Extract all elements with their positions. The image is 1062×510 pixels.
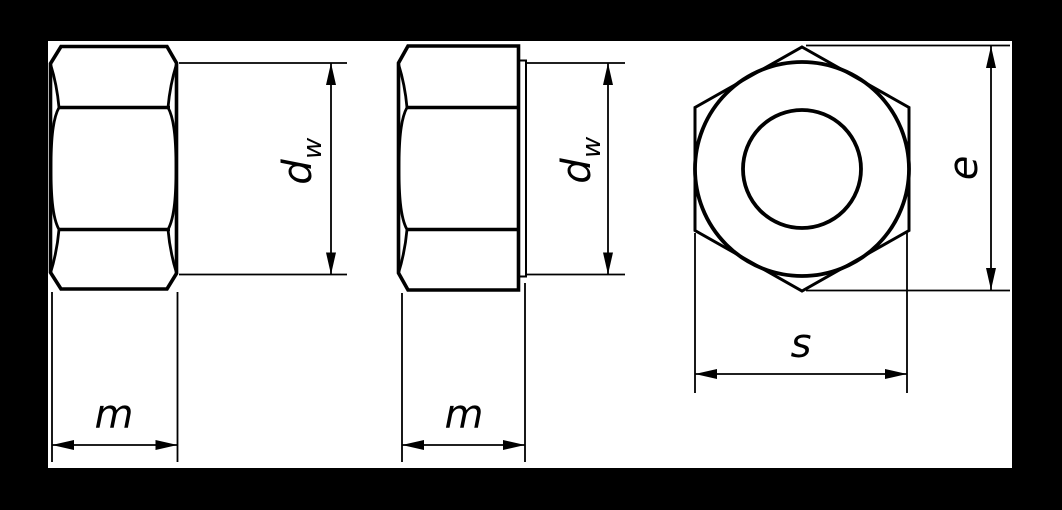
arrowhead-left [402, 440, 424, 450]
arrowhead-right [885, 369, 907, 379]
extension-lines [401, 283, 526, 462]
label-e: e [941, 156, 987, 181]
washer-face [518, 59, 527, 278]
dim-dw-middle: d w [527, 62, 625, 276]
chamfer-arc [397, 229, 409, 274]
chamfer-arc [397, 63, 409, 108]
label-dw-middle: d [554, 158, 600, 184]
arrowhead-right [155, 440, 178, 450]
label-dw-left-subscript: w [298, 137, 328, 159]
arrowhead-down [603, 252, 613, 275]
chamfer-arc [49, 229, 61, 274]
arrowhead-left [52, 440, 74, 450]
extension-lines [179, 62, 347, 276]
label-dw-left: d [275, 159, 321, 185]
arrowhead-down [326, 252, 336, 275]
label-m-middle: m [445, 392, 484, 438]
chamfer-arc [49, 106, 61, 231]
hexagon-outline [693, 45, 911, 293]
arrowhead-up [603, 63, 613, 85]
side-view-left [48, 44, 179, 291]
nut-outline [48, 44, 179, 291]
dim-dw-left: d w [179, 62, 347, 276]
nut-outline [396, 44, 521, 292]
extension-lines [694, 233, 908, 393]
side-view-washer [396, 44, 527, 292]
label-dw-middle-subscript: w [577, 136, 607, 158]
dim-s: s [694, 233, 908, 393]
dim-e: e [806, 44, 1010, 292]
chamfer-arc [49, 63, 61, 108]
chamfer-circle [693, 60, 911, 278]
chamfer-arc [166, 229, 178, 274]
dim-m-left: m [51, 292, 179, 462]
arrowhead-right [503, 440, 525, 450]
arrowhead-up [326, 63, 336, 85]
extension-lines [806, 44, 1010, 292]
extension-lines [51, 292, 179, 462]
top-view [693, 45, 911, 293]
label-m-left: m [95, 392, 134, 438]
thread-hole-circle [741, 108, 863, 230]
chamfer-arc [166, 63, 178, 108]
label-s: s [791, 321, 812, 367]
paper [48, 41, 1012, 468]
arrowhead-up [986, 46, 996, 68]
dim-m-middle: m [401, 283, 526, 462]
arrowhead-down [986, 268, 996, 290]
chamfer-arc [166, 106, 178, 231]
arrowhead-left [695, 369, 717, 379]
chamfer-arc [397, 106, 409, 231]
